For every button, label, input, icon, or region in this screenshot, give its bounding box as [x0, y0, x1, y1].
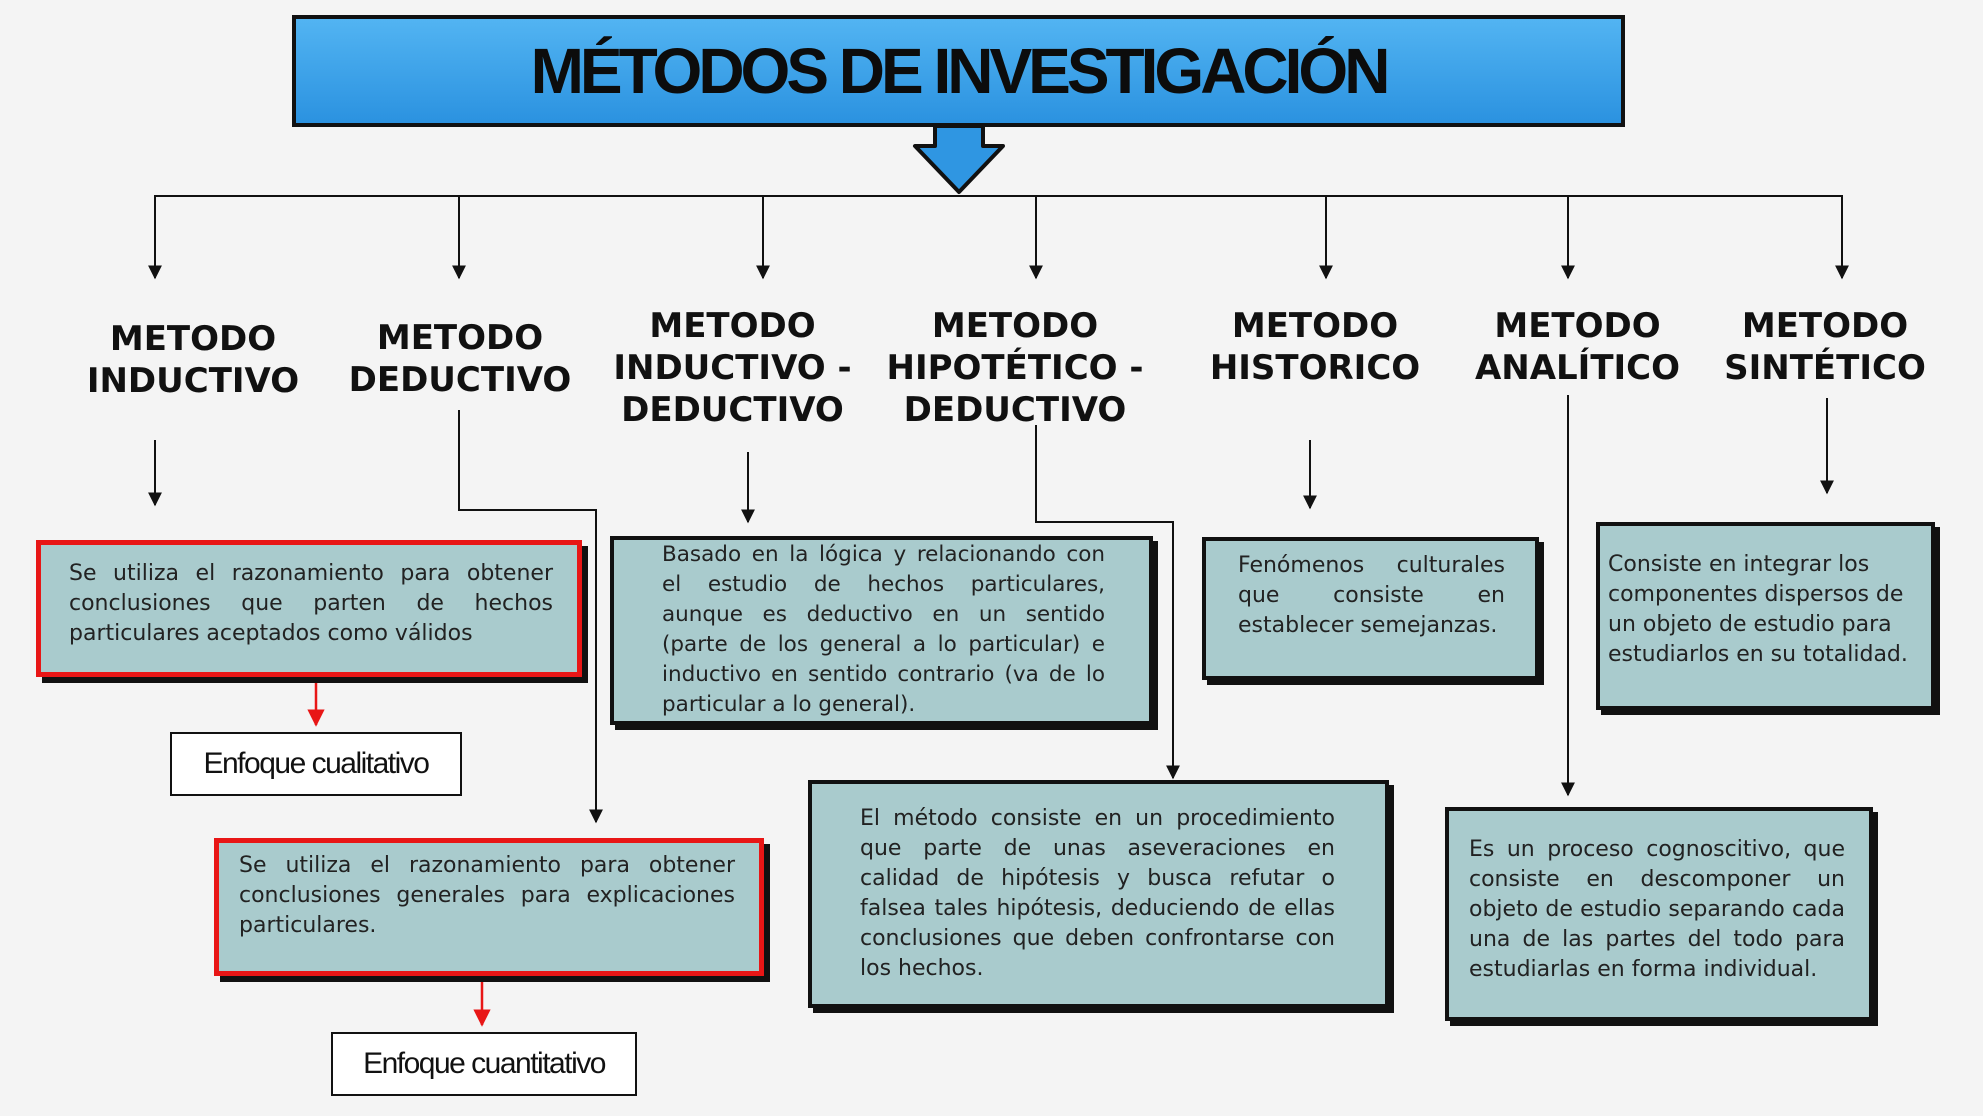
method-deductivo: METODO DEDUCTIVO	[348, 318, 572, 400]
desc-inductivo-deductivo: Basado en la lógica y relacionando con e…	[610, 536, 1153, 725]
desc-historico: Fenómenos culturales que consiste en est…	[1202, 537, 1539, 680]
method-inductivo-deductivo: METODO INDUCTIVO - DEDUCTIVO	[613, 306, 852, 430]
desc-deductivo: Se utiliza el razonamiento para obtener …	[214, 838, 764, 976]
enfoque-cualitativo-box: Enfoque cualitativo	[170, 732, 462, 796]
arrow-hipotetico-desc	[1035, 425, 1180, 780]
arrow-deductivo-desc	[458, 410, 603, 824]
desc-sintetico: Consiste en integrar los componentes dis…	[1596, 522, 1935, 710]
method-historico: METODO HISTORICO	[1209, 306, 1421, 388]
enfoque-cuantitativo-box: Enfoque cuantitativo	[331, 1032, 637, 1096]
method-inductivo: METODO INDUCTIVO	[86, 319, 300, 401]
method-sintetico: METODO SINTÉTICO	[1724, 306, 1926, 388]
desc-inductivo: Se utiliza el razonamiento para obtener …	[36, 540, 582, 677]
method-hipotetico-deductivo: METODO HIPOTÉTICO - DEDUCTIVO	[886, 306, 1144, 430]
page-title: MÉTODOS DE INVESTIGACIÓN	[530, 35, 1391, 107]
method-analitico: METODO ANALÍTICO	[1474, 306, 1681, 388]
desc-hipotetico-deductivo: El método consiste en un procedimiento q…	[808, 780, 1389, 1008]
desc-analitico: Es un proceso cognoscitivo, que consiste…	[1445, 807, 1873, 1021]
blue-down-arrow	[913, 124, 1005, 194]
title-banner: MÉTODOS DE INVESTIGACIÓN	[292, 15, 1625, 127]
